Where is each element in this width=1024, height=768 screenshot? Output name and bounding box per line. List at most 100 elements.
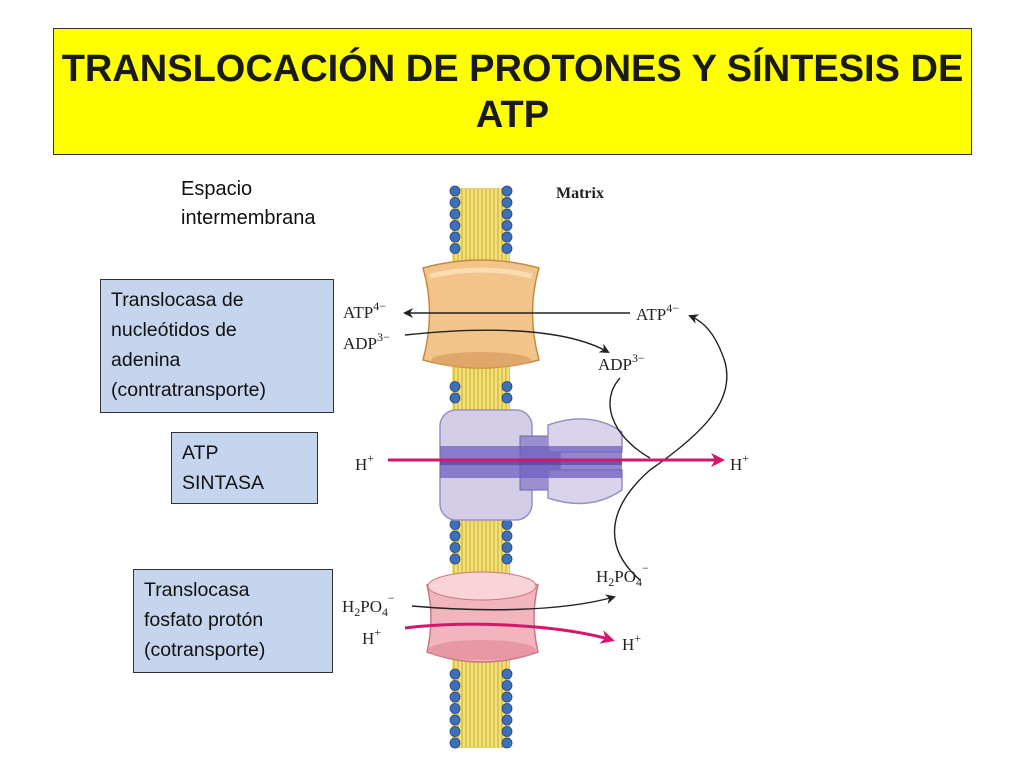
phospholipid-head <box>449 530 461 542</box>
phospholipid-head <box>501 737 513 749</box>
phospholipid-head <box>501 530 513 542</box>
matrix-label: Matrix <box>556 185 604 202</box>
chem-h2po4-right: H2PO4− <box>596 561 649 589</box>
phospholipid-head <box>449 542 461 553</box>
chemical-formula: H+ <box>622 631 641 654</box>
phospholipid-head <box>449 553 461 565</box>
phospholipid-head <box>501 243 513 254</box>
callout-adenine-translocase: Translocasa de nucleótidos de adenina (c… <box>100 279 334 413</box>
phospholipid-head <box>449 668 461 680</box>
chem-atp-left: ATP4− <box>343 299 386 322</box>
formula-superscript: 4− <box>373 299 386 313</box>
phospholipid-head <box>449 231 461 243</box>
phospholipid-head <box>449 726 461 737</box>
intermembrane-label: Espacio intermembrana <box>181 178 316 229</box>
chemical-formula: H+ <box>362 625 381 648</box>
formula-base: ATP <box>343 303 373 322</box>
callout-atp-synthase: ATP SINTASA <box>171 432 318 504</box>
formula-base: H <box>342 597 354 616</box>
formula-superscript: + <box>742 451 749 465</box>
formula-superscript: 3− <box>632 351 645 365</box>
formula-base: PO <box>614 567 636 586</box>
chem-h-phosphate-left: H+ <box>362 625 381 648</box>
formula-base: ADP <box>598 355 632 374</box>
formula-superscript: − <box>642 561 649 575</box>
adp-to-synthase-arrow <box>609 377 651 459</box>
phospholipid-head <box>449 197 461 208</box>
formula-superscript: 4− <box>666 301 679 315</box>
chem-h2po4-left: H2PO4− <box>342 591 395 619</box>
title-box: TRANSLOCACIÓN DE PROTONES Y SÍNTESIS DE … <box>53 28 972 155</box>
page-title: TRANSLOCACIÓN DE PROTONES Y SÍNTESIS DE … <box>61 47 964 136</box>
formula-superscript: − <box>388 591 395 605</box>
formula-superscript: + <box>367 451 374 465</box>
phospholipid-head <box>501 519 513 530</box>
phosphate-proton-arrow <box>404 622 615 644</box>
phospholipid-head <box>501 197 513 208</box>
phospholipid-head <box>449 519 461 530</box>
formula-base: H <box>355 455 367 474</box>
phospholipid-head <box>449 392 461 404</box>
formula-subscript: 2 <box>608 575 614 589</box>
phospholipid-heads <box>449 185 513 749</box>
chemical-formula: H+ <box>730 451 749 474</box>
phospholipid-head <box>501 220 513 231</box>
atp-synthase <box>439 409 623 521</box>
formula-base: PO <box>360 597 382 616</box>
chemical-formula: H2PO4− <box>342 591 395 619</box>
phospholipid-head <box>501 553 513 565</box>
phospholipid-head <box>501 691 513 703</box>
phospholipid-head <box>449 220 461 231</box>
chem-h-synthase-right: H+ <box>730 451 749 474</box>
chem-h-synthase-left: H+ <box>355 451 374 474</box>
formula-base: H <box>622 635 634 654</box>
phospholipid-head <box>501 185 513 197</box>
chemical-formula: H+ <box>355 451 374 474</box>
chem-adp-right: ADP3− <box>598 351 645 374</box>
phospholipid-head <box>501 726 513 737</box>
formula-superscript: + <box>374 625 381 639</box>
chem-h-phosphate-right: H+ <box>622 631 641 654</box>
phospholipid-head <box>449 691 461 703</box>
phospholipid-head <box>449 381 461 392</box>
chemical-formula: ADP3− <box>598 351 645 374</box>
chemical-formula: ATP4− <box>636 301 679 324</box>
phospholipid-head <box>501 703 513 714</box>
callout-phosphate-translocase: Translocasa fosfato protón (cotransporte… <box>133 569 333 673</box>
adenine-nucleotide-translocase <box>422 259 540 369</box>
phosphate-to-atp-arrow <box>613 314 728 581</box>
phospholipid-head <box>501 680 513 691</box>
phospholipid-head <box>501 714 513 726</box>
phospholipid-head <box>501 392 513 404</box>
chemical-formula: ADP3− <box>343 330 390 353</box>
formula-base: H <box>596 567 608 586</box>
phosphate-import-arrow <box>411 594 616 611</box>
formula-base: ATP <box>636 305 666 324</box>
phospholipid-head <box>501 668 513 680</box>
formula-base: ADP <box>343 334 377 353</box>
phospholipid-head <box>449 185 461 197</box>
adp-import-arrow <box>404 329 610 353</box>
chem-adp-left: ADP3− <box>343 330 390 353</box>
formula-superscript: + <box>634 631 641 645</box>
formula-base: H <box>362 629 374 648</box>
chem-atp-right: ATP4− <box>636 301 679 324</box>
phosphate-translocase <box>426 571 539 663</box>
phospholipid-head <box>501 231 513 243</box>
phospholipid-head <box>501 208 513 220</box>
chemical-formula: ATP4− <box>343 299 386 322</box>
phospholipid-head <box>449 680 461 691</box>
phospholipid-head <box>501 381 513 392</box>
phospholipid-head <box>449 243 461 254</box>
phospholipid-head <box>501 542 513 553</box>
formula-subscript: 4 <box>382 605 388 619</box>
formula-subscript: 4 <box>636 575 642 589</box>
chemical-formula: H2PO4− <box>596 561 649 589</box>
formula-base: H <box>730 455 742 474</box>
formula-superscript: 3− <box>377 330 390 344</box>
phospholipid-head <box>449 703 461 714</box>
phospholipid-head <box>449 714 461 726</box>
phospholipid-head <box>449 208 461 220</box>
phospholipid-head <box>449 737 461 749</box>
